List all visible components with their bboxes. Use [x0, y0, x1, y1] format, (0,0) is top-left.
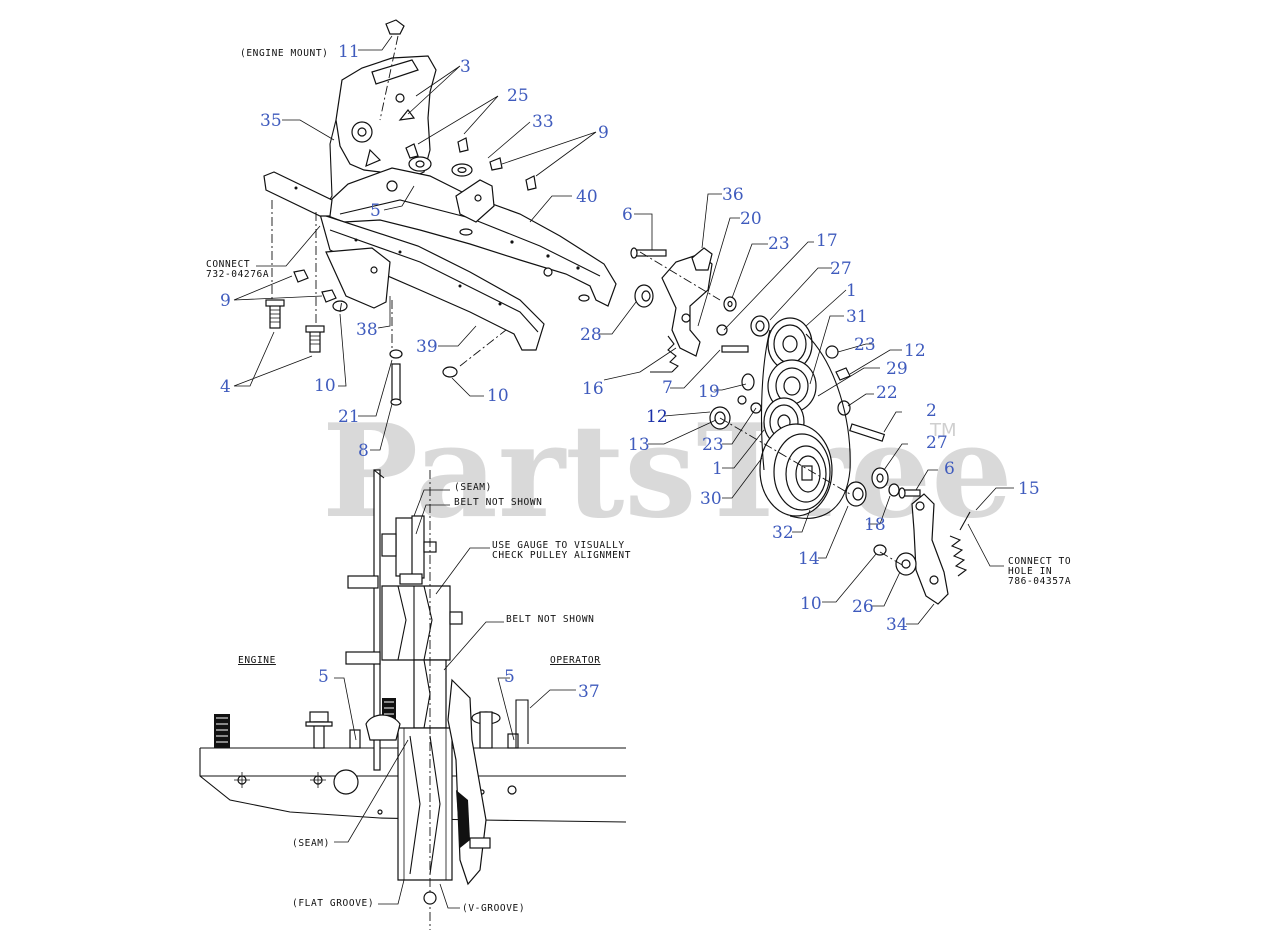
callout-6-a: 6 [622, 205, 633, 225]
note-engine: ENGINE [238, 655, 276, 666]
callout-6-b: 6 [944, 459, 955, 479]
callout-4: 4 [220, 377, 231, 397]
callout-23-b: 23 [854, 335, 876, 355]
callout-12-b: 12 [646, 407, 668, 427]
callout-5-b: 5 [318, 667, 329, 687]
callout-30: 30 [700, 489, 722, 509]
callout-25: 25 [507, 86, 529, 106]
note-operator: OPERATOR [550, 655, 601, 666]
note-gauge-line2: CHECK PULLEY ALIGNMENT [492, 550, 631, 561]
watermark-text: PartsTree [322, 397, 1013, 547]
callout-10-b: 10 [487, 386, 509, 406]
note-seam-top: (SEAM) [454, 482, 492, 493]
callout-28: 28 [580, 325, 602, 345]
callout-34: 34 [886, 615, 908, 635]
callout-10-a: 10 [314, 376, 336, 396]
note-engine-mount: (ENGINE MOUNT) [240, 48, 328, 59]
callout-10-c: 10 [800, 594, 822, 614]
note-connect-1-line1: CONNECT [206, 259, 250, 270]
note-gauge-line1: USE GAUGE TO VISUALLY [492, 540, 625, 551]
callout-29: 29 [886, 359, 908, 379]
callout-23-a: 23 [768, 234, 790, 254]
callout-22: 22 [876, 383, 898, 403]
text-notes: (ENGINE MOUNT) CONNECT 732-04276A CONNEC… [206, 48, 1071, 914]
callout-27-a: 27 [830, 259, 852, 279]
callout-39: 39 [416, 337, 438, 357]
note-connect-2-line2: HOLE IN [1008, 566, 1052, 577]
note-connect-2-line3: 786-04357A [1008, 576, 1071, 587]
note-connect-2-line1: CONNECT TO [1008, 556, 1071, 567]
callout-11: 11 [338, 42, 360, 62]
callout-38: 38 [356, 320, 378, 340]
callout-26: 26 [852, 597, 874, 617]
callout-31: 31 [846, 307, 868, 327]
callout-33: 33 [532, 112, 554, 132]
callout-5-c: 5 [504, 667, 515, 687]
callout-18: 18 [864, 515, 886, 535]
main-frame-rail [263, 137, 617, 351]
leaders-bottom [334, 489, 576, 909]
note-seam-bottom: (SEAM) [292, 838, 330, 849]
note-belt-not-shown-1: BELT NOT SHOWN [454, 497, 542, 508]
callout-40: 40 [576, 187, 598, 207]
callout-21: 21 [338, 407, 360, 427]
callout-9-a: 9 [598, 123, 609, 143]
callout-17: 17 [816, 231, 838, 251]
callout-1-b: 1 [712, 459, 723, 479]
callout-1-a: 1 [846, 281, 857, 301]
callout-8: 8 [358, 441, 369, 461]
note-v-groove: (V-GROOVE) [462, 903, 525, 914]
fastener-stack-left [265, 19, 458, 406]
callout-15: 15 [1018, 479, 1040, 499]
callout-27-b: 27 [926, 433, 948, 453]
callout-9-b: 9 [220, 291, 231, 311]
callout-37: 37 [578, 682, 600, 702]
callout-14: 14 [798, 549, 820, 569]
callout-36: 36 [722, 185, 744, 205]
leaders-right [598, 193, 1014, 625]
callout-20: 20 [740, 209, 762, 229]
callout-12-a: 12 [904, 341, 926, 361]
callout-35: 35 [260, 111, 282, 131]
callout-32: 32 [772, 523, 794, 543]
idler-bracket-assembly [630, 247, 971, 605]
note-belt-not-shown-2: BELT NOT SHOWN [506, 614, 594, 625]
section-view [199, 469, 627, 930]
note-connect-1-line2: 732-04276A [206, 269, 269, 280]
note-flat-groove: (FLAT GROOVE) [292, 898, 374, 909]
callout-2: 2 [926, 401, 937, 421]
callouts: 11 3 35 25 33 9 5 40 9 4 38 39 10 10 21 … [220, 42, 1040, 702]
callout-16: 16 [582, 379, 604, 399]
callout-5-a: 5 [370, 201, 381, 221]
watermark-trademark: TM [929, 420, 957, 441]
callout-13: 13 [628, 435, 650, 455]
callout-7: 7 [662, 378, 673, 398]
callout-19: 19 [698, 382, 720, 402]
callout-3: 3 [460, 57, 471, 77]
leaders-top-left [233, 35, 597, 451]
callout-23-c: 23 [702, 435, 724, 455]
